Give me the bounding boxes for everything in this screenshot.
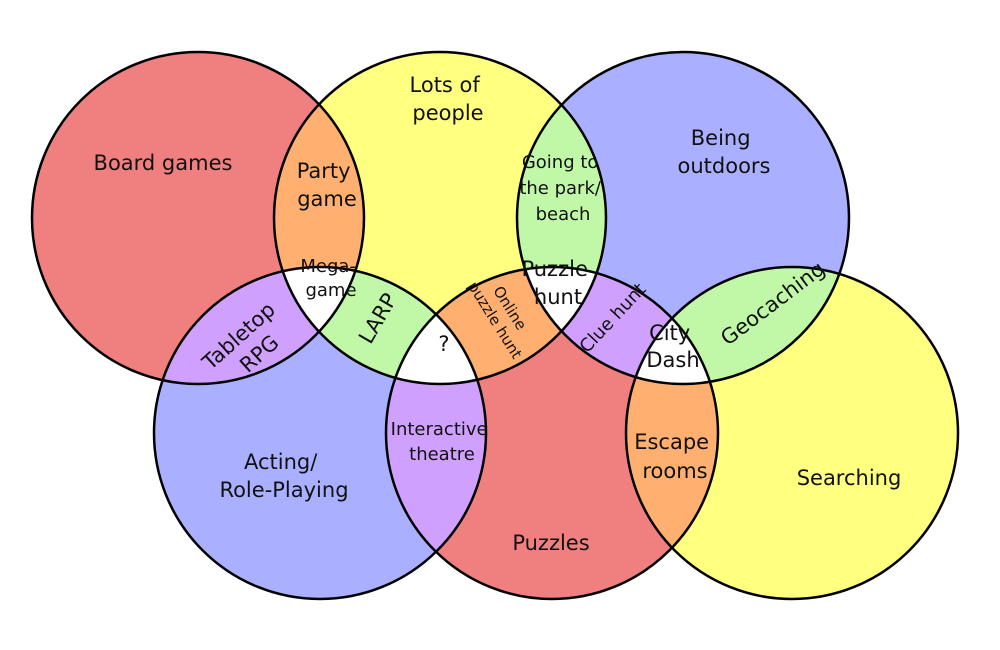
circle-board-games	[30, 50, 366, 386]
region-geocaching	[626, 267, 849, 384]
circle-acting	[152, 265, 488, 601]
label-puzzle-hunt: Puzzle hunt	[521, 257, 594, 309]
clip-group	[154, 267, 364, 384]
label-being-outdoors: Being outdoors	[678, 126, 771, 178]
circle-lots-of-people	[272, 50, 608, 386]
label-escape-rooms: Escape rooms	[634, 430, 716, 483]
label-city-dash: City Dash	[646, 321, 699, 372]
label-interactive-theatre: Interactive theatre	[391, 419, 494, 465]
label-searching: Searching	[797, 466, 902, 490]
label-puzzles: Puzzles	[512, 531, 589, 555]
clip-group	[626, 267, 849, 384]
region-larp	[274, 267, 486, 384]
label-acting: Acting/ Role-Playing	[219, 450, 348, 502]
clip-group	[517, 267, 718, 384]
label-megagame: Mega- game	[300, 256, 361, 301]
label-lots-of-people: Lots of people	[410, 73, 487, 125]
region-tabletop-rpg	[154, 267, 364, 384]
clip-group	[386, 267, 606, 384]
circle-being-outdoors	[515, 50, 851, 386]
circle-searching	[624, 265, 960, 601]
region-online-puzzle-hunt	[386, 267, 606, 384]
label-party-game: Party game	[297, 159, 358, 211]
circle-puzzles	[384, 265, 720, 601]
clip-group	[274, 267, 486, 384]
label-going-park: Going to the park/ beach	[519, 152, 606, 225]
label-board-games: Board games	[94, 151, 233, 175]
region-clue-hunt	[517, 267, 718, 384]
circle-outlines	[30, 50, 960, 601]
label-unknown: ?	[438, 332, 449, 356]
